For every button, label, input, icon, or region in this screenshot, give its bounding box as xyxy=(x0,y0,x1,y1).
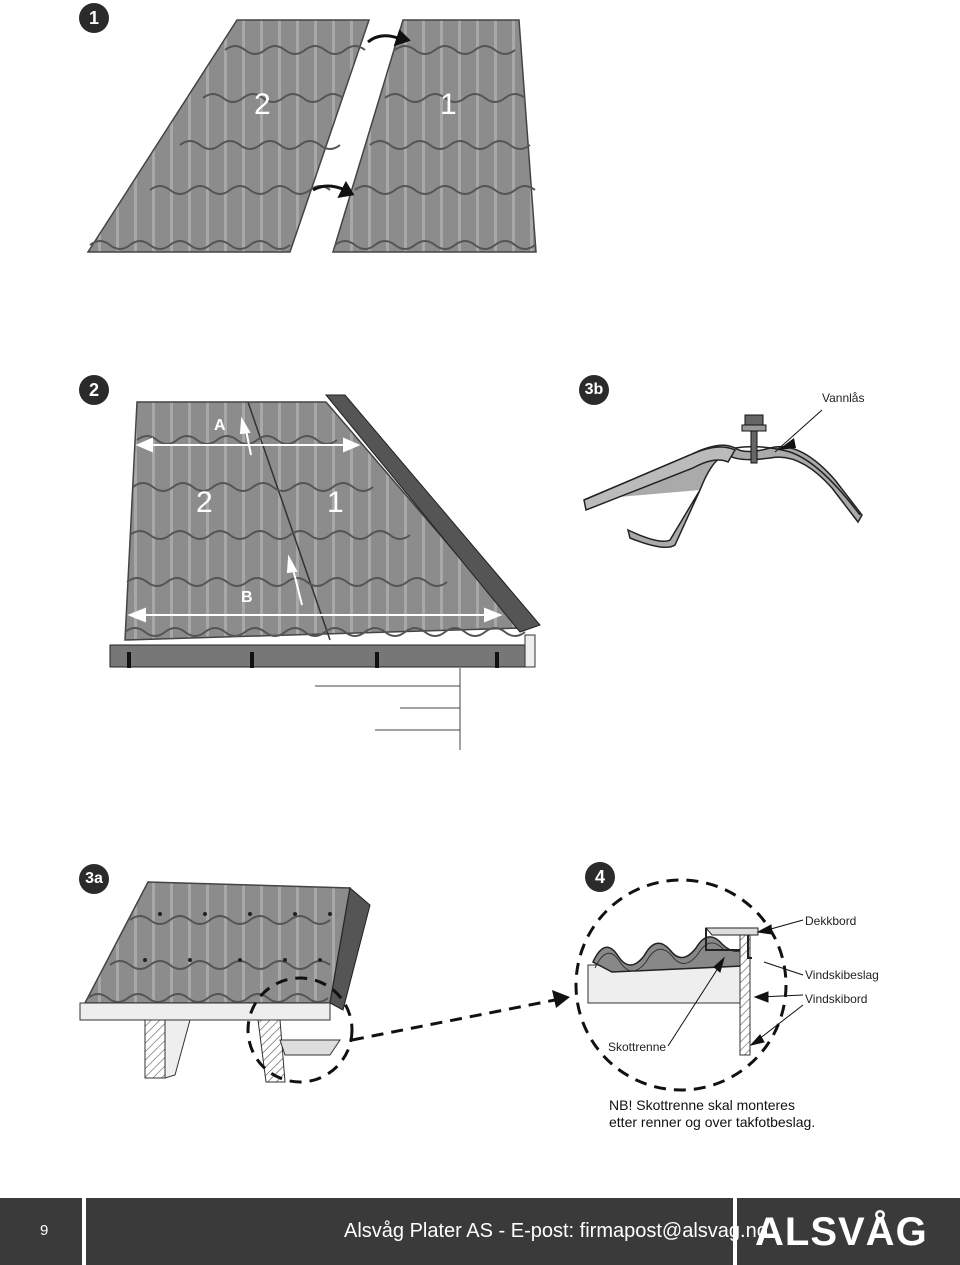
fig4-leaders xyxy=(667,919,804,1047)
fig4-skottrenne-label: Skottrenne xyxy=(608,1040,667,1054)
fig4-vindskibord-label: Vindskibord xyxy=(805,992,868,1006)
page-number: 9 xyxy=(40,1222,49,1239)
fig4-vindskibeslag-label: Vindskibeslag xyxy=(805,968,879,982)
fig4-section xyxy=(587,927,759,1056)
step-badge-1: 1 xyxy=(79,3,109,33)
footer-divider-left xyxy=(82,1198,86,1265)
note-line-2: etter renner og over takfotbeslag. xyxy=(609,1114,816,1130)
fig3a-detail-circle xyxy=(246,976,354,1084)
page-footer: 9 Alsvåg Plater AS - E-post: firmapost@a… xyxy=(0,1198,960,1265)
fig4-detail-circle xyxy=(574,878,788,1092)
step-badge-2: 2 xyxy=(79,375,109,405)
fig3b-vannlas-label: Vannlås xyxy=(822,391,865,405)
fig1-sheet-right xyxy=(331,19,537,253)
logo-text: ALSVÅG xyxy=(755,1210,928,1254)
fig4-dekkbord-label: Dekkbord xyxy=(805,914,857,928)
fig2-letter-a: A xyxy=(214,417,226,434)
fig3a-roof xyxy=(79,881,371,1083)
footer-contact: Alsvåg Plater AS - E-post: firmapost@als… xyxy=(344,1220,768,1242)
note-line-1: NB! Skottrenne skal monteres xyxy=(609,1097,795,1113)
fig2-label-left: 2 xyxy=(196,486,213,519)
fig3a-detail-leader xyxy=(351,998,556,1042)
fig1-label-left: 2 xyxy=(254,88,271,121)
fig1-sheet-left xyxy=(86,19,371,253)
footer-divider-right xyxy=(733,1198,737,1265)
fig2-dimension-arrows xyxy=(127,416,503,623)
fig2-label-right: 1 xyxy=(327,486,344,519)
fig3b-profile xyxy=(583,409,863,549)
fig1-label-right: 1 xyxy=(440,88,457,121)
step-badge-3b: 3b xyxy=(579,375,609,405)
step-badge-3a: 3a xyxy=(79,864,109,894)
step-badge-4: 4 xyxy=(585,862,615,892)
fig2-letter-b: B xyxy=(241,589,253,606)
brand-logo: ALSVÅG xyxy=(755,1210,928,1255)
fig1-arrows xyxy=(312,29,411,198)
fig2-roof xyxy=(109,394,541,750)
installation-note: NB! Skottrenne skal monteres etter renne… xyxy=(609,1097,815,1131)
